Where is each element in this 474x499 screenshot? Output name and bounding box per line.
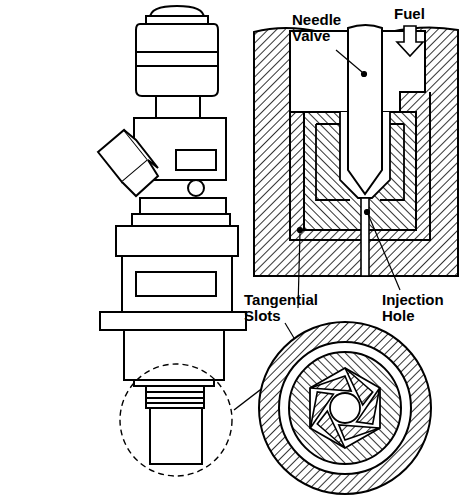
part-label: Tangential Slots <box>244 292 344 324</box>
part-label: Needle Valve <box>292 12 362 44</box>
part-label: Injection Hole <box>382 292 462 324</box>
slot-vane <box>339 425 380 440</box>
part-label: Fuel <box>394 6 454 22</box>
slot-vane <box>310 376 351 391</box>
